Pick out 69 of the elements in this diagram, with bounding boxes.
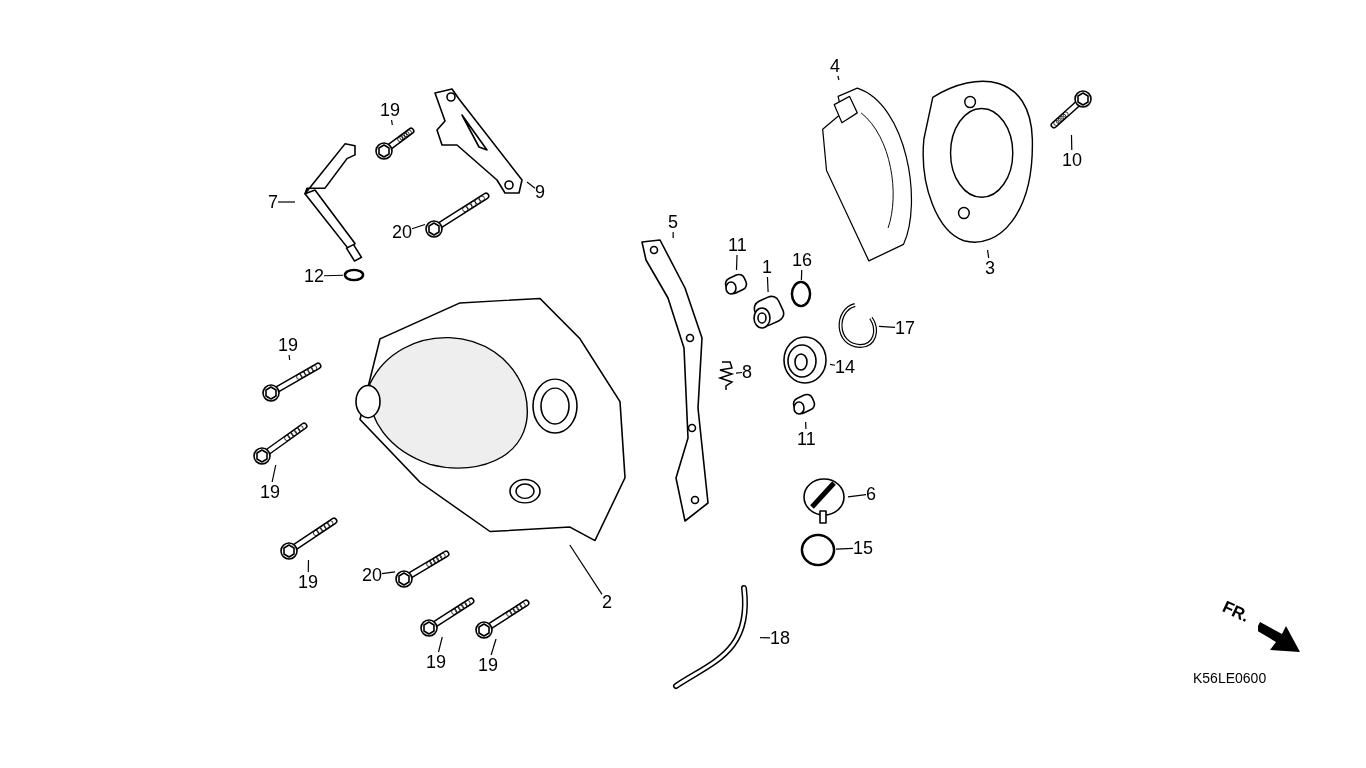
leader-line — [878, 325, 896, 328]
callout-number: 8 — [742, 362, 752, 382]
callout-number: 19 — [426, 652, 447, 672]
callout-number: 11 — [797, 429, 816, 449]
callout-number: 6 — [866, 484, 876, 504]
callout-number: 14 — [835, 357, 856, 377]
leader-line — [288, 354, 291, 361]
leader-line — [672, 231, 674, 239]
bolt-drawing — [420, 595, 475, 637]
o-ring-drawing — [343, 268, 365, 282]
bolt-drawing — [395, 548, 450, 588]
leader-line — [800, 269, 803, 281]
leader-line — [569, 544, 603, 595]
leader-line — [307, 559, 310, 573]
bolt-drawing — [425, 190, 490, 238]
leader-line — [837, 75, 840, 81]
callout-number: 19 — [298, 572, 319, 592]
bolt-drawing — [475, 597, 530, 639]
leader-line — [847, 494, 867, 498]
leader-line — [390, 119, 393, 126]
callout-number: 12 — [304, 266, 325, 286]
washer-drawing — [790, 280, 812, 308]
leader-line — [411, 223, 426, 230]
callout-number: 19 — [260, 482, 281, 502]
leader-line — [323, 274, 344, 277]
callout-number: 11 — [728, 235, 747, 255]
bolt-drawing — [253, 420, 308, 465]
leader-line — [490, 638, 497, 656]
leader-line — [735, 254, 738, 271]
bolt-drawing — [375, 125, 415, 160]
gasket-drawing — [640, 238, 710, 523]
callout-number: 20 — [362, 565, 383, 585]
callout-number: 5 — [668, 212, 678, 232]
leader-line — [526, 181, 536, 189]
callout-number: 4 — [830, 56, 840, 76]
valve-drawing — [716, 358, 736, 390]
drawing-code: K56LE0600 — [1193, 670, 1267, 686]
callout-number: 10 — [1062, 150, 1083, 170]
callout-number: 17 — [895, 318, 916, 338]
callout-number: 1 — [762, 257, 772, 277]
leader-line — [735, 371, 743, 374]
leader-line — [277, 201, 296, 203]
callout-number: 7 — [268, 192, 278, 212]
o-ring-drawing — [800, 533, 836, 567]
callout-number: 9 — [535, 182, 545, 202]
leader-line — [829, 363, 836, 366]
callout-number: 3 — [985, 258, 995, 278]
callout-number: 15 — [853, 538, 874, 558]
filler-cap-drawing — [800, 475, 848, 525]
callout-number: 16 — [792, 250, 813, 270]
bolt-drawing — [262, 360, 322, 402]
bearing-drawing — [780, 335, 830, 385]
direction-label: FR. — [1219, 597, 1253, 627]
leader-line — [805, 421, 807, 430]
leader-line — [835, 547, 854, 550]
callout-number: 18 — [770, 628, 791, 648]
leader-line — [437, 636, 443, 653]
callout-number: 20 — [392, 222, 413, 242]
callout-number: 19 — [478, 655, 499, 675]
leader-line — [766, 276, 769, 293]
leader-line — [1070, 134, 1073, 151]
leader-line — [271, 464, 277, 483]
callout-number: 2 — [602, 592, 612, 612]
leader-line — [759, 637, 771, 639]
leader-line — [381, 571, 396, 575]
callout-number: 19 — [278, 335, 299, 355]
callout-number: 19 — [380, 100, 401, 120]
leader-line — [986, 249, 990, 259]
bolt-drawing — [280, 515, 338, 560]
